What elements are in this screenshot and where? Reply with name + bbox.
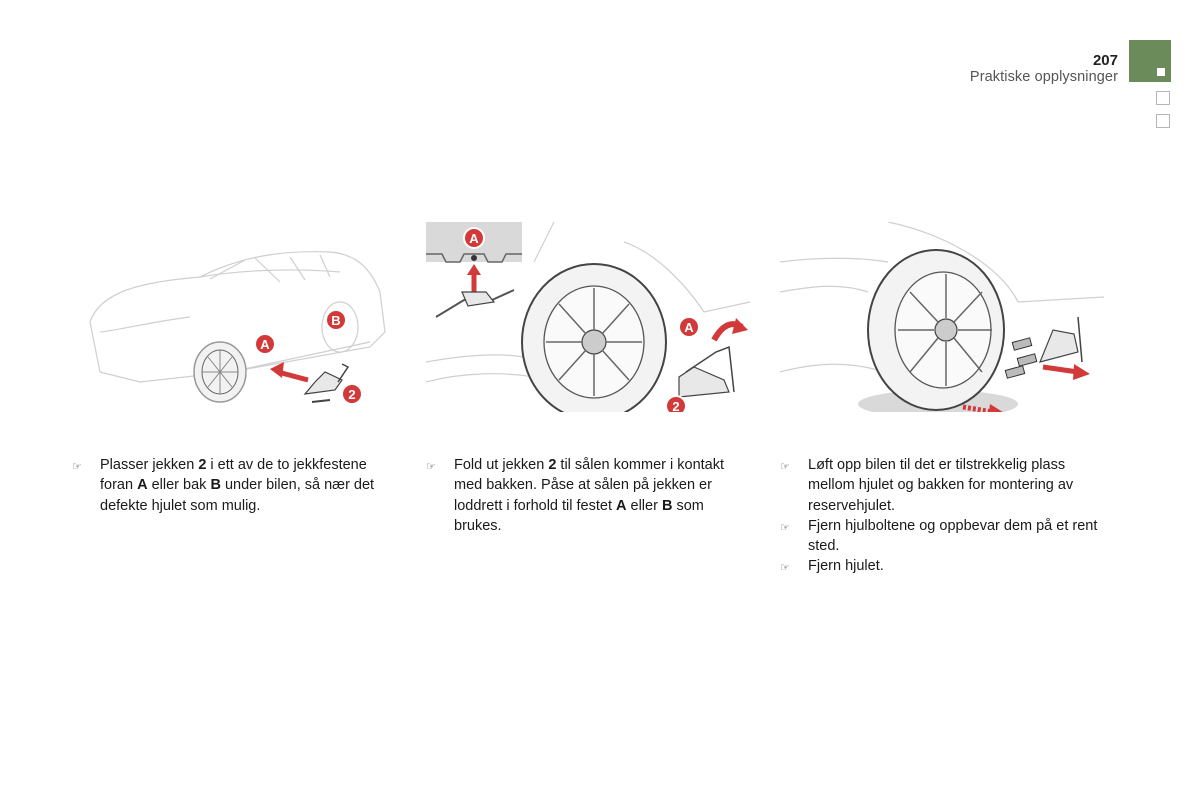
label-jack-badge: 2	[341, 383, 363, 405]
label-a-badge: A	[463, 227, 485, 249]
instruction-column-3: ☞Løft opp bilen til det er tilstrekkelig…	[780, 455, 1100, 577]
instruction-step: ☞Fold ut jekken 2 til sålen kommer i kon…	[426, 457, 725, 534]
wheel-removal-illustration	[779, 222, 1105, 412]
label-jack-text: 2	[348, 387, 355, 402]
jack-icon	[678, 345, 735, 398]
svg-text:A: A	[469, 231, 479, 246]
instruction-step: ☞Fjern hjulet.	[780, 556, 1100, 576]
page-number: 207	[1092, 52, 1118, 69]
instruction-step: ☞Fjern hjulboltene og oppbevar dem på et…	[780, 517, 1098, 555]
pointing-hand-icon: ☞	[780, 521, 790, 534]
label-a-text: A	[260, 337, 270, 352]
pointing-hand-icon: ☞	[426, 461, 436, 473]
label-a-badge: A	[678, 316, 700, 338]
svg-text:2: 2	[672, 399, 679, 412]
label-b-badge: B	[325, 309, 347, 331]
svg-text:A: A	[684, 320, 694, 335]
pointing-hand-icon: ☞	[780, 562, 790, 575]
pointing-hand-icon: ☞	[72, 461, 82, 473]
chapter-marker-empty	[1156, 114, 1170, 128]
instruction-step: ☞Løft opp bilen til det er tilstrekkelig…	[780, 457, 1074, 514]
car-jack-points-illustration: A B 2	[89, 251, 386, 405]
label-jack-badge: 2	[665, 395, 687, 412]
label-b-text: B	[331, 313, 340, 328]
chapter-marker-empty	[1156, 91, 1170, 105]
instruction-step: ☞Plasser jekken 2 i ett av de to jekkfes…	[72, 457, 375, 514]
chapter-tab	[1129, 40, 1171, 82]
jack-icon	[1038, 316, 1083, 363]
front-wheel-icon	[193, 341, 247, 403]
instruction-column-2: ☞Fold ut jekken 2 til sålen kommer i kon…	[426, 455, 746, 536]
jack-unfold-illustration: A A 2	[425, 222, 751, 412]
label-a-badge: A	[254, 333, 276, 355]
instruction-column-1: ☞Plasser jekken 2 i ett av de to jekkfes…	[72, 455, 392, 516]
wheel-icon	[521, 263, 667, 412]
active-chapter-marker	[1157, 68, 1165, 76]
wheel-bolts-icon	[1004, 337, 1038, 379]
pointing-hand-icon: ☞	[780, 461, 790, 473]
section-title: Praktiske opplysninger	[969, 69, 1118, 85]
wheel-icon	[867, 249, 1005, 411]
jack-icon	[303, 363, 350, 403]
